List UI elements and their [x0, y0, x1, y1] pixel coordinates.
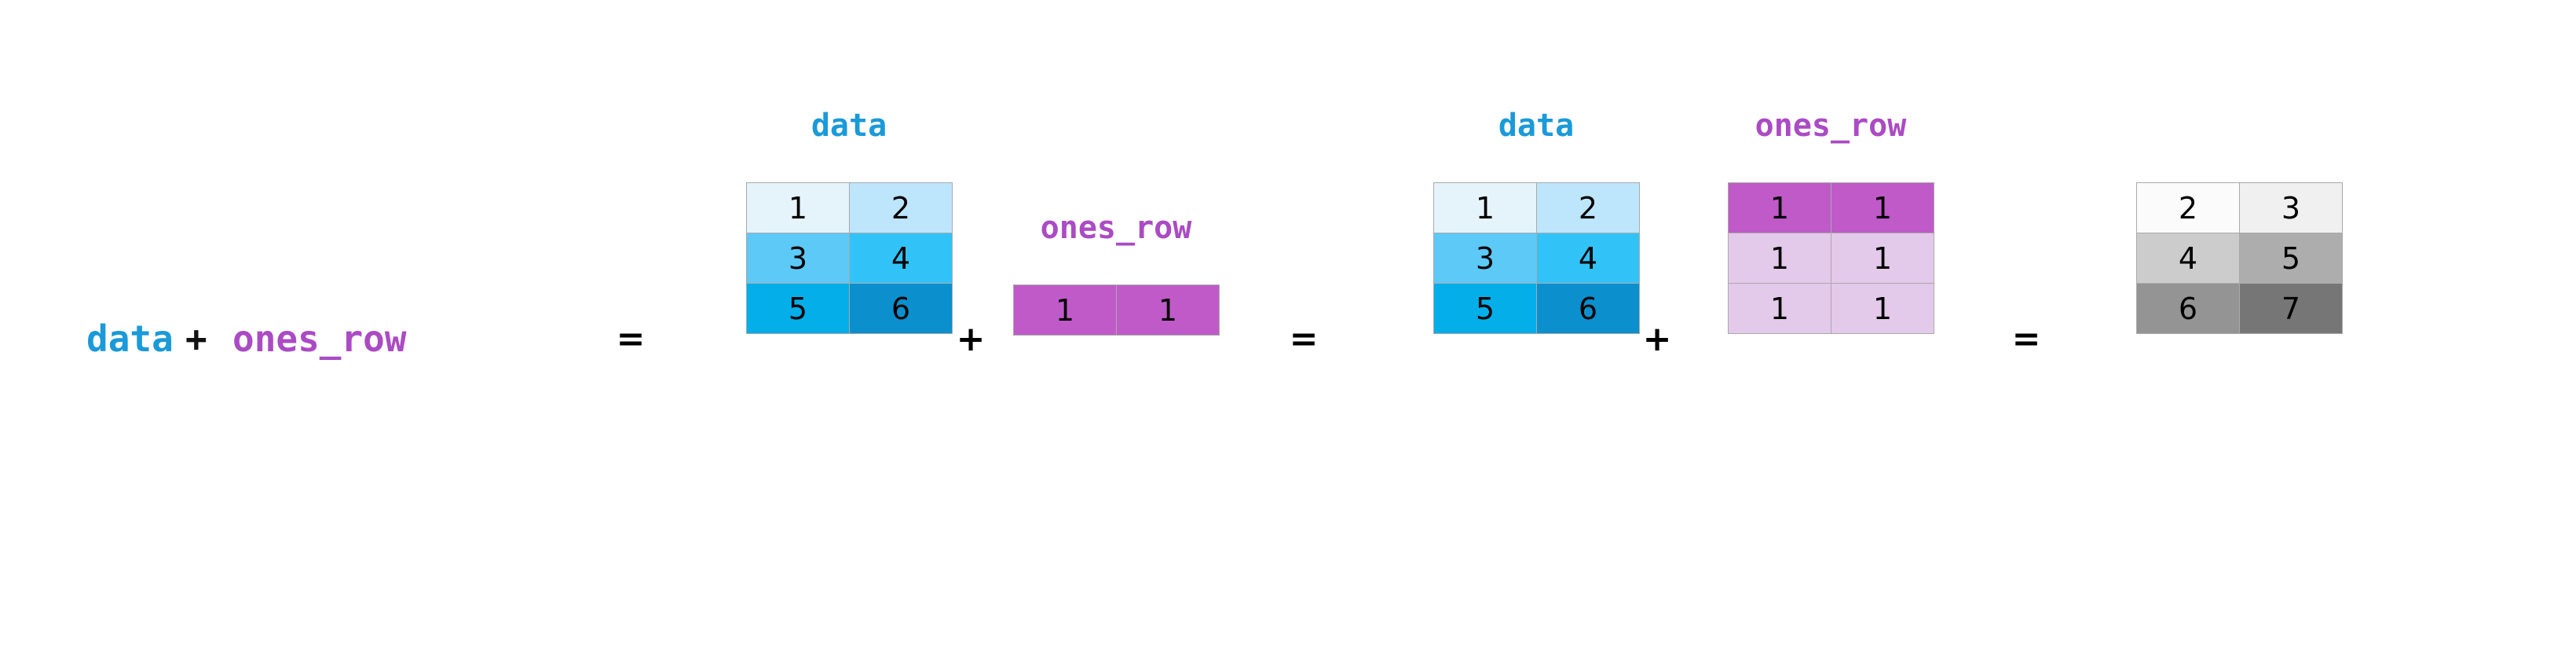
expression-plus-operator: + [185, 317, 207, 360]
matrix-cell: 2 [2137, 183, 2239, 233]
matrix-cell: 1 [1831, 233, 1934, 283]
matrix-cell: 6 [2137, 284, 2239, 333]
expression-equals-operator: = [616, 319, 646, 359]
expression-term-data: data [86, 317, 174, 360]
matrix-cell: 1 [1831, 183, 1934, 233]
matrix-cell: 2 [1537, 183, 1639, 233]
matrix-cell: 4 [850, 233, 952, 283]
operator-equals-1: = [1289, 319, 1319, 359]
operator-plus-2: + [1642, 319, 1672, 359]
matrix-title-data-1: data [810, 108, 887, 144]
matrix-cell: 5 [747, 284, 849, 333]
matrix-cell: 1 [1434, 183, 1536, 233]
matrix-cell: 1 [1729, 183, 1831, 233]
matrix-cell: 1 [1729, 284, 1831, 333]
matrix-cell: 3 [2240, 183, 2342, 233]
matrix-cell: 7 [2240, 284, 2342, 333]
matrix-cell: 4 [2137, 233, 2239, 283]
matrix-title-ones-row-1: ones_row [1040, 210, 1192, 246]
matrix-cell: 1 [1729, 233, 1831, 283]
operator-plus-1: + [956, 319, 986, 359]
operator-equals-2: = [2011, 319, 2041, 359]
matrix-title-ones-row-broadcast: ones_row [1755, 108, 1907, 144]
matrix-title-data-2: data [1498, 108, 1575, 144]
matrix-cell: 1 [747, 183, 849, 233]
matrix-cell: 6 [850, 284, 952, 333]
matrix-cell: 2 [850, 183, 952, 233]
matrix-cell: 4 [1537, 233, 1639, 283]
matrix-cell: 1 [1117, 285, 1219, 335]
matrix-cell: 6 [1537, 284, 1639, 333]
matrix-cell: 1 [1831, 284, 1934, 333]
matrix-cell: 3 [747, 233, 849, 283]
matrix-cell: 1 [1014, 285, 1116, 335]
matrix-cell: 3 [1434, 233, 1536, 283]
matrix-cell: 5 [2240, 233, 2342, 283]
matrix-cell: 5 [1434, 284, 1536, 333]
expression-term-ones-row: ones_row [232, 317, 407, 360]
